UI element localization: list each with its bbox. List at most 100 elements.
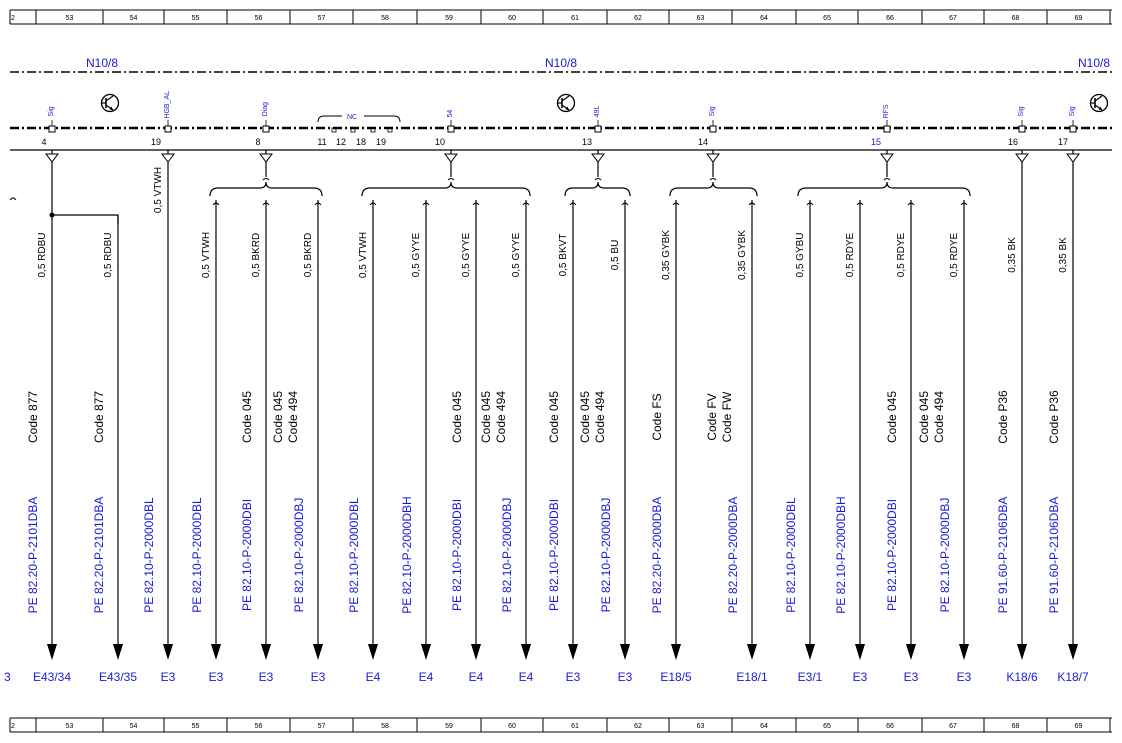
ruler-label: 67 bbox=[949, 15, 957, 22]
wire-destination: E4 bbox=[519, 670, 534, 684]
wire-part-number: PE 82.10-P-2000DBJ bbox=[599, 498, 613, 613]
ruler-label: 68 bbox=[1012, 15, 1020, 22]
pin-terminal bbox=[1015, 153, 1029, 163]
wire-arrow bbox=[47, 644, 57, 660]
wire-spec: 0,5 GYYE bbox=[411, 232, 422, 277]
wire-spec: 0,5 RDYE bbox=[845, 232, 856, 277]
module-label: N10/8 bbox=[86, 56, 118, 70]
pin-terminal bbox=[591, 153, 605, 163]
wire-spec: 0,5 RDBU bbox=[37, 232, 48, 277]
nc-pin-stub bbox=[370, 127, 376, 133]
wire-destination: E3 bbox=[311, 670, 326, 684]
wire-code: Code FW bbox=[720, 391, 734, 442]
wire-break bbox=[960, 202, 968, 206]
wire-code: Code 877 bbox=[92, 391, 106, 443]
wire-arrow bbox=[805, 644, 815, 660]
ruler-label: 2 bbox=[11, 723, 15, 730]
wire-arrow bbox=[313, 644, 323, 660]
wire-destination: E18/5 bbox=[660, 670, 692, 684]
wire-arrow bbox=[471, 644, 481, 660]
module-boundary: N10/8 N10/8 N10/8 bbox=[10, 56, 1112, 151]
pin-signal-label: 49L bbox=[594, 105, 601, 117]
wire-code: Code P36 bbox=[996, 390, 1010, 444]
wire-break bbox=[314, 202, 322, 206]
pin-number: 10 bbox=[435, 137, 445, 147]
wire-part-number: PE 82.20-P-2101DBA bbox=[26, 497, 40, 614]
pin-terminal bbox=[444, 153, 458, 163]
pin-number: 14 bbox=[698, 137, 708, 147]
branch-brace bbox=[209, 181, 323, 197]
pin-number: 4 bbox=[41, 137, 46, 147]
pin-terminal bbox=[706, 153, 720, 163]
nc-pin-stub bbox=[350, 127, 356, 133]
wire-part-number: PE 82.10-P-2000DBI bbox=[240, 499, 254, 611]
wire-arrow bbox=[671, 644, 681, 660]
nc-pin-number: 12 bbox=[336, 137, 346, 147]
wire-part-number: PE 82.10-P-2000DBI bbox=[450, 499, 464, 611]
wire-code: Code 045 bbox=[240, 391, 254, 443]
wire-destination: E3 bbox=[566, 670, 581, 684]
wire-code: Code 494 bbox=[593, 391, 607, 443]
wire-break bbox=[672, 202, 680, 206]
wire-code: Code FV bbox=[705, 393, 719, 440]
transistor-collector bbox=[561, 95, 570, 102]
pin-terminal bbox=[1066, 153, 1080, 163]
wire-destination: E3/1 bbox=[798, 670, 823, 684]
transistor-icons bbox=[100, 93, 1109, 113]
pin-box bbox=[164, 125, 172, 133]
ruler-label: 2 bbox=[11, 15, 15, 22]
ruler-label: 65 bbox=[823, 15, 831, 22]
transistor-circle bbox=[100, 93, 120, 113]
wire-spec: 0,35 GYBK bbox=[737, 230, 748, 280]
wire-destination: E4 bbox=[469, 670, 484, 684]
wire-destination: E3 bbox=[161, 670, 176, 684]
nc-pin-stub bbox=[331, 127, 337, 133]
wire-spec: 0,5 RDYE bbox=[896, 232, 907, 277]
pin-signal-label: Sig bbox=[1018, 106, 1025, 116]
wire-spec: 0,5 GYYE bbox=[511, 232, 522, 277]
wire-break bbox=[856, 202, 864, 206]
wire-arrow bbox=[747, 644, 757, 660]
wire-destination: E3 bbox=[259, 670, 274, 684]
nc-pin-number: 18 bbox=[356, 137, 366, 147]
wire-code: Code 877 bbox=[26, 391, 40, 443]
wire-spec: 0,5 VTWH bbox=[153, 167, 164, 213]
wire-destination: E3 bbox=[209, 670, 224, 684]
nc-pin-stub bbox=[387, 127, 393, 133]
wire-destination: E4 bbox=[419, 670, 434, 684]
pin-terminal bbox=[161, 153, 175, 163]
brace-break bbox=[447, 178, 455, 181]
wire-break bbox=[422, 202, 430, 206]
pin-number: 8 bbox=[255, 137, 260, 147]
wire-spec: 0,5 RDBU bbox=[103, 232, 114, 277]
pin-terminal bbox=[880, 153, 894, 163]
wire-spec: 0,5 VTWH bbox=[201, 232, 212, 278]
wire-arrow bbox=[521, 644, 531, 660]
wire-arrow bbox=[261, 644, 271, 660]
ruler-label: 53 bbox=[66, 723, 74, 730]
wire-spec: 0,5 GYBU bbox=[795, 232, 806, 277]
wire-break bbox=[907, 202, 915, 206]
wire-spec: 0,35 BK bbox=[1007, 237, 1018, 273]
wire-destination: K18/6 bbox=[1006, 670, 1038, 684]
wire-code: Code 045 bbox=[450, 391, 464, 443]
ruler-label: 61 bbox=[571, 723, 579, 730]
ruler-label: 65 bbox=[823, 723, 831, 730]
wire-arrow bbox=[113, 644, 123, 660]
brace-break bbox=[709, 178, 717, 181]
